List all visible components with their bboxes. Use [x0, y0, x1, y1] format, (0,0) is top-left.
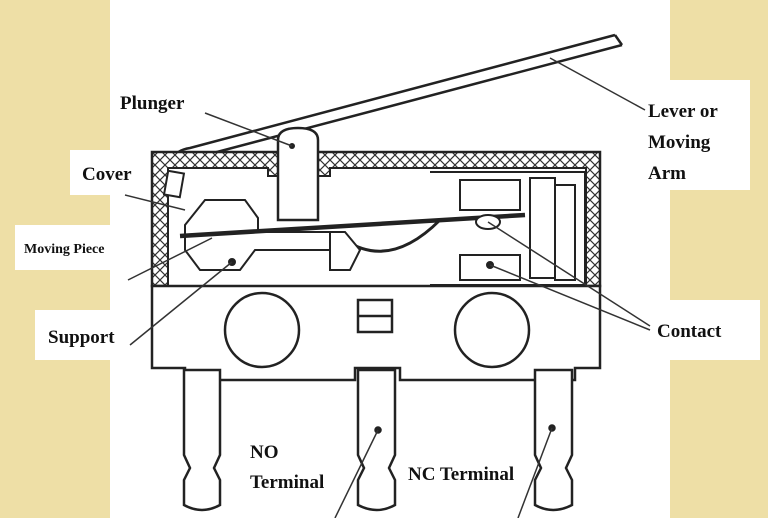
nc-terminal-pin — [533, 368, 574, 512]
com-terminal — [182, 368, 222, 512]
terminals — [182, 368, 574, 512]
label-nc-terminal: NC Terminal — [408, 464, 514, 485]
label-lever-line2: Moving — [648, 132, 711, 153]
base-hole-right — [453, 291, 531, 369]
no-terminal-pin — [356, 368, 397, 512]
plunger — [276, 126, 320, 222]
base-support — [150, 284, 602, 382]
base-hole-left — [223, 291, 301, 369]
label-support: Support — [48, 327, 115, 348]
label-plunger: Plunger — [120, 93, 185, 114]
label-contact: Contact — [657, 321, 722, 342]
label-lever-line1: Lever or — [648, 101, 718, 122]
label-no-terminal-line1: NO — [250, 442, 279, 463]
label-lever-line3: Arm — [648, 163, 686, 184]
label-moving-piece: Moving Piece — [24, 242, 104, 257]
internal-mechanism — [179, 171, 586, 286]
label-cover: Cover — [82, 164, 132, 185]
label-no-terminal-line2: Terminal — [250, 472, 324, 493]
leader-lines — [124, 57, 651, 518]
